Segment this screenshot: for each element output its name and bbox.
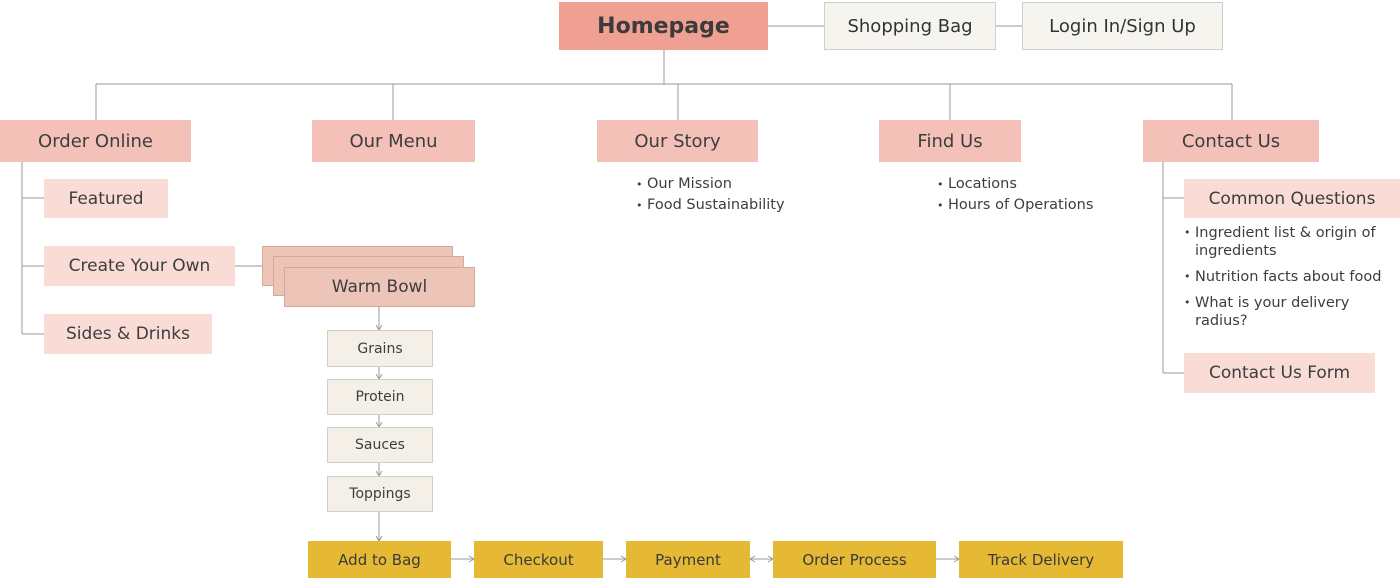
- find-us-list: Locations Hours of Operations: [937, 174, 1093, 216]
- our-menu-node[interactable]: Our Menu: [312, 120, 475, 162]
- common-questions-list: Ingredient list & origin of ingredients …: [1184, 224, 1394, 338]
- step-protein[interactable]: Protein: [327, 379, 433, 415]
- warm-bowl-node[interactable]: Warm Bowl: [284, 267, 475, 307]
- flow-checkout[interactable]: Checkout: [474, 541, 603, 578]
- order-online-node[interactable]: Order Online: [0, 120, 191, 162]
- contact-us-node[interactable]: Contact Us: [1143, 120, 1319, 162]
- featured-node[interactable]: Featured: [44, 179, 168, 218]
- contact-us-form-node[interactable]: Contact Us Form: [1184, 353, 1375, 393]
- flow-add-to-bag[interactable]: Add to Bag: [308, 541, 451, 578]
- shopping-bag-node[interactable]: Shopping Bag: [824, 2, 996, 50]
- flow-order-process[interactable]: Order Process: [773, 541, 936, 578]
- our-story-node[interactable]: Our Story: [597, 120, 758, 162]
- step-grains[interactable]: Grains: [327, 330, 433, 367]
- step-toppings[interactable]: Toppings: [327, 476, 433, 512]
- list-item-food-sustainability: Food Sustainability: [636, 195, 785, 216]
- list-item-ingredient-list: Ingredient list & origin of ingredients: [1184, 224, 1394, 260]
- flow-track-delivery[interactable]: Track Delivery: [959, 541, 1123, 578]
- create-your-own-node[interactable]: Create Your Own: [44, 246, 235, 286]
- common-questions-node[interactable]: Common Questions: [1184, 179, 1400, 218]
- list-item-delivery-radius: What is your delivery radius?: [1184, 294, 1394, 330]
- list-item-nutrition-facts: Nutrition facts about food: [1184, 268, 1394, 286]
- find-us-node[interactable]: Find Us: [879, 120, 1021, 162]
- step-sauces[interactable]: Sauces: [327, 427, 433, 463]
- list-item-locations: Locations: [937, 174, 1093, 195]
- list-item-hours: Hours of Operations: [937, 195, 1093, 216]
- homepage-node[interactable]: Homepage: [559, 2, 768, 50]
- login-signup-node[interactable]: Login In/Sign Up: [1022, 2, 1223, 50]
- flow-payment[interactable]: Payment: [626, 541, 750, 578]
- sides-drinks-node[interactable]: Sides & Drinks: [44, 314, 212, 354]
- list-item-our-mission: Our Mission: [636, 174, 785, 195]
- our-story-list: Our Mission Food Sustainability: [636, 174, 785, 216]
